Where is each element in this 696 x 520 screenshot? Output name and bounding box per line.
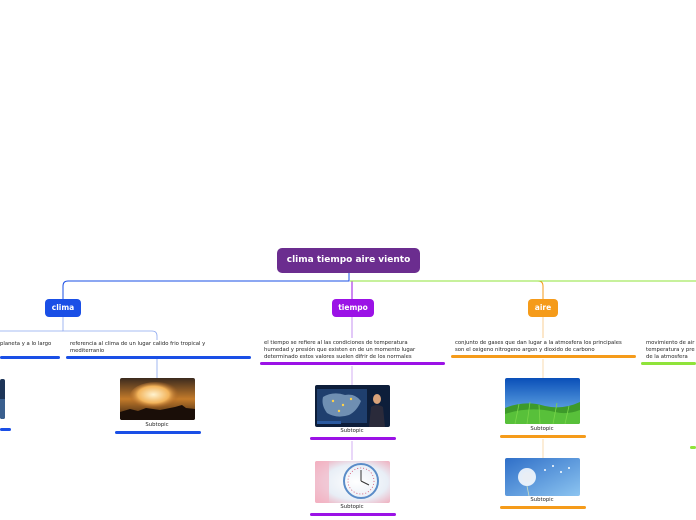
aire-subtopic-1-underline <box>500 435 586 438</box>
connector-clima-children <box>62 317 158 340</box>
tiempo-text[interactable]: el tiempo se refiere al las condiciones … <box>264 340 415 361</box>
clima-subtopic-underline <box>115 431 201 434</box>
clima-text-2-underline <box>66 356 251 359</box>
aire-subtopic-2-label[interactable]: Subtopic <box>530 497 554 503</box>
clima-text-2[interactable]: referencia al clima de un lugar calido f… <box>70 341 205 355</box>
aire-text-line-2: son el oxigeno nitrogeno argon y dioxido… <box>455 347 595 353</box>
tiempo-subtopic-1-label[interactable]: Subtopic <box>340 428 364 434</box>
aire-subtopic-2-underline <box>500 506 586 509</box>
viento-text[interactable]: movimiento de air temperatura y pre de l… <box>646 340 695 361</box>
aire-text[interactable]: conjunto de gases que dan lugar a la atm… <box>455 340 622 354</box>
tiempo-clock-image[interactable] <box>315 461 390 503</box>
tiempo-text-line-3: determinado estos valores suelen difrir … <box>264 354 412 360</box>
tiempo-text-line-2: humedad y presión que existen en de un m… <box>264 347 416 353</box>
topic-clima[interactable]: clima <box>45 299 81 317</box>
aire-dandelion-image[interactable] <box>505 458 580 496</box>
clima-left-image[interactable] <box>0 379 5 419</box>
viento-text-line-1: movimiento de air <box>646 340 695 346</box>
clima-subtopic-label[interactable]: Subtopic <box>145 422 169 428</box>
aire-text-underline <box>451 355 636 358</box>
tiempo-subtopic-2-underline <box>310 513 396 516</box>
viento-text-line-3: de la atmosfera <box>646 354 688 360</box>
tiempo-text-underline <box>260 362 445 365</box>
clima-text-2-line-1: referencia al clima de un lugar calido f… <box>70 341 206 347</box>
root-topic[interactable]: clima tiempo aire viento <box>277 248 420 273</box>
tiempo-text-line-1: el tiempo se refiere al las condiciones … <box>264 340 408 346</box>
connector-root-clima <box>62 273 350 299</box>
clima-cloud-image[interactable] <box>120 378 195 420</box>
topic-tiempo[interactable]: tiempo <box>332 299 374 317</box>
viento-subtopic-underline <box>690 446 696 449</box>
topic-aire[interactable]: aire <box>528 299 558 317</box>
tiempo-subtopic-2-label[interactable]: Subtopic <box>340 504 364 510</box>
clima-text-1-line: planeta y a lo largo <box>0 341 52 347</box>
clima-text-1[interactable]: planeta y a lo largo <box>0 341 51 348</box>
aire-subtopic-1-label[interactable]: Subtopic <box>530 426 554 432</box>
aire-text-line-1: conjunto de gases que dan lugar a la atm… <box>455 340 622 346</box>
tiempo-subtopic-1-underline <box>310 437 396 440</box>
viento-text-line-2: temperatura y pre <box>646 347 695 353</box>
aire-grass-image[interactable] <box>505 378 580 424</box>
viento-text-underline <box>641 362 696 365</box>
connector-root-aire <box>350 280 544 299</box>
clima-left-sub-underline <box>0 428 11 431</box>
tiempo-weather-map-image[interactable] <box>315 385 390 427</box>
clima-text-1-underline <box>0 356 60 359</box>
clima-text-2-line-2: mediterranio <box>70 348 105 354</box>
